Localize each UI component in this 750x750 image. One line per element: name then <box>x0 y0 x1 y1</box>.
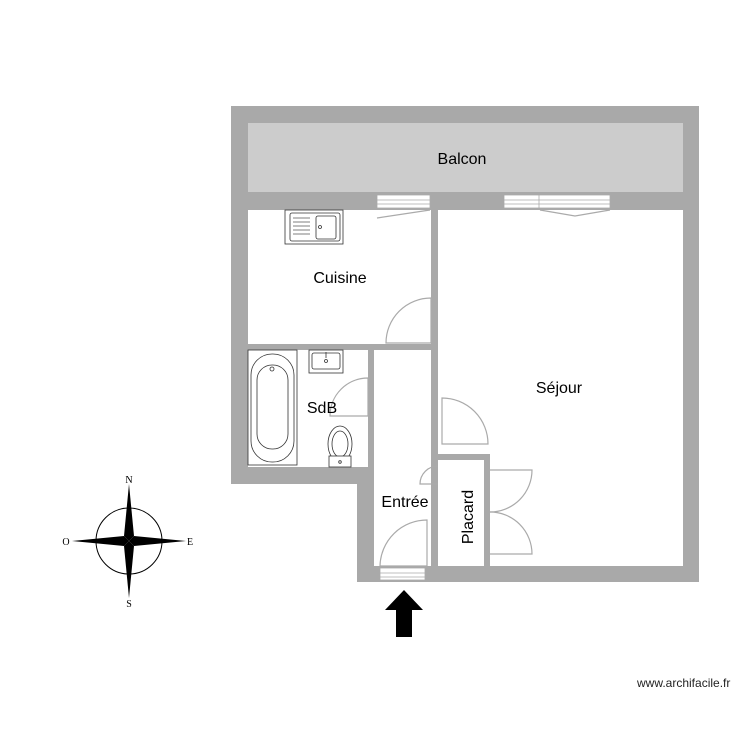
toilet <box>327 425 353 468</box>
window-swings <box>376 209 611 219</box>
svg-text:N: N <box>125 475 132 486</box>
walls <box>231 106 699 582</box>
windows <box>376 194 611 581</box>
door-sdb <box>329 377 369 417</box>
svg-text:O: O <box>62 537 69 548</box>
room-label-entree: Entrée <box>381 494 428 511</box>
bathtub <box>247 349 298 466</box>
door-placard-1 <box>489 469 533 513</box>
door-entrance <box>379 519 428 567</box>
credit-text: www.archifacile.fr <box>637 676 731 690</box>
doors <box>329 297 533 567</box>
svg-text:E: E <box>187 537 193 548</box>
entrance-arrow-icon <box>385 590 423 637</box>
balcony-floor <box>248 123 683 192</box>
door-placard-2 <box>489 511 533 555</box>
door-entree-small <box>419 465 439 485</box>
room-label-sejour: Séjour <box>536 380 583 397</box>
room-label-balcon: Balcon <box>438 151 487 168</box>
svg-text:S: S <box>126 599 132 610</box>
kitchen-sink <box>284 209 344 245</box>
door-cuisine <box>385 297 432 344</box>
room-label-placard: Placard <box>460 490 477 544</box>
room-label-cuisine: Cuisine <box>313 270 366 287</box>
washbasin <box>308 349 344 374</box>
room-label-sdb: SdB <box>307 400 337 417</box>
compass-rose-icon: N S O E <box>62 475 193 610</box>
door-sejour <box>441 397 489 445</box>
